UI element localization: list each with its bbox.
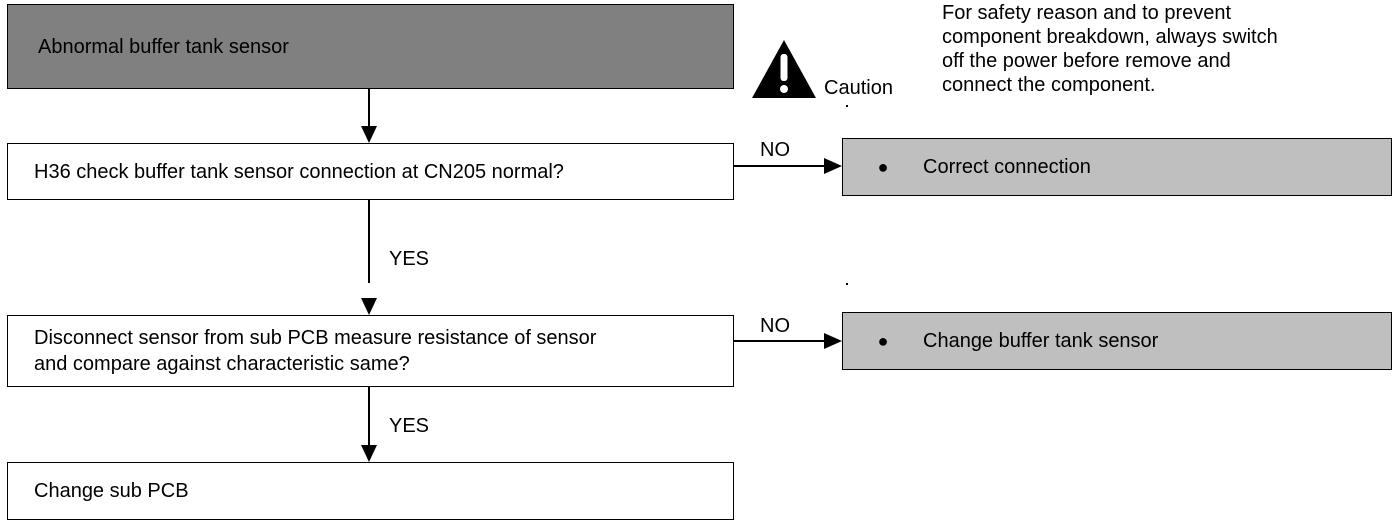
yes-label: YES: [389, 415, 430, 437]
action-change-sensor-label: Change buffer tank sensor: [923, 330, 1159, 352]
decision-resistance-line1: Disconnect sensor from sub PCB measure r…: [34, 327, 597, 349]
stray-dot: [846, 105, 848, 107]
end-label: Change sub PCB: [34, 480, 189, 502]
safety-note-line: connect the component.: [942, 74, 1156, 96]
bullet-icon: ●: [877, 157, 889, 177]
arrowhead-icon: [824, 333, 842, 349]
decision-connection-label: H36 check buffer tank sensor connection …: [34, 160, 564, 183]
no-label: NO: [760, 139, 790, 161]
start-label: Abnormal buffer tank sensor: [38, 35, 289, 58]
safety-note-line: For safety reason and to prevent: [942, 2, 1232, 24]
safety-note: For safety reason and to prevent compone…: [942, 1, 1382, 97]
caution-label: Caution: [824, 77, 893, 99]
no-label: NO: [760, 315, 790, 337]
decision-box-resistance: Disconnect sensor from sub PCB measure r…: [7, 315, 734, 387]
arrowhead-icon: [361, 298, 377, 315]
arrowhead-icon: [361, 126, 377, 143]
arrowhead-icon: [824, 158, 842, 174]
decision-box-connection: H36 check buffer tank sensor connection …: [7, 143, 734, 200]
decision-resistance-line2: and compare against characteristic same?: [34, 353, 410, 375]
action-correct-connection-label: Correct connection: [923, 156, 1091, 178]
safety-note-line: off the power before remove and: [942, 50, 1231, 72]
yes-label: YES: [389, 248, 430, 270]
end-box: Change sub PCB: [7, 462, 734, 520]
arrowhead-icon: [361, 445, 377, 462]
safety-note-line: component breakdown, always switch: [942, 26, 1278, 48]
start-box: Abnormal buffer tank sensor: [7, 4, 734, 89]
bullet-icon: ●: [877, 331, 889, 351]
action-box-correct-connection: ● Correct connection: [842, 138, 1392, 196]
action-box-change-sensor: ● Change buffer tank sensor: [842, 312, 1392, 370]
warning-triangle-icon: [752, 40, 816, 98]
stray-dot: [846, 283, 848, 285]
